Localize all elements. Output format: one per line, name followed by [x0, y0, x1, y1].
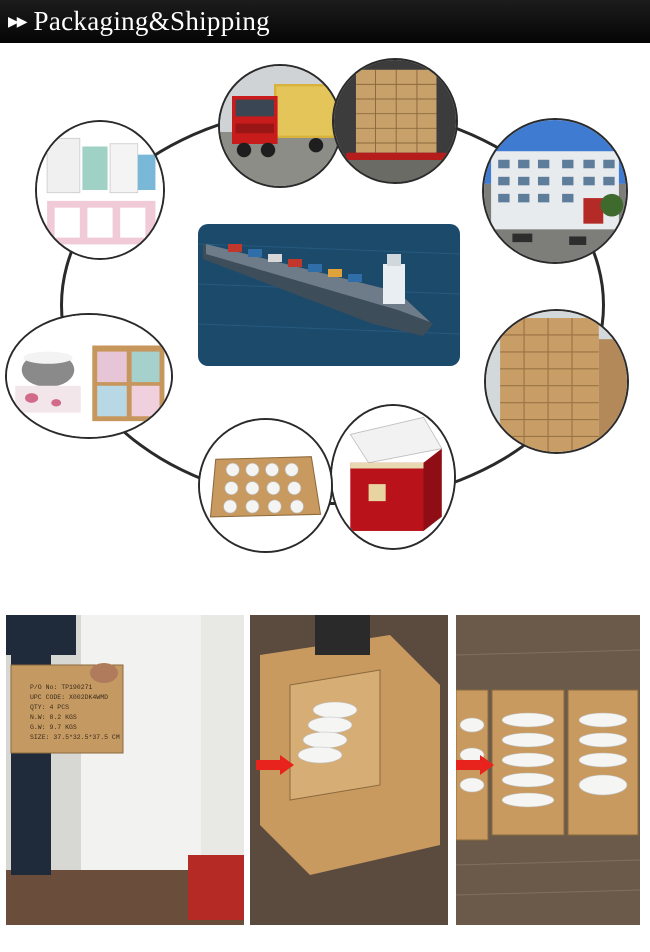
warehouse-cartons-photo [484, 309, 629, 454]
svg-text:QTY: 4 PCS: QTY: 4 PCS [30, 704, 69, 711]
carton-carry-photo: P/O No: TP190271 UPC CODE: X002DK4WMD QT… [6, 615, 244, 925]
svg-text:P/O No: TP190271: P/O No: TP190271 [30, 684, 93, 691]
truck-photo [218, 64, 342, 188]
section-title: Packaging&Shipping [33, 6, 270, 36]
cargo-ship-photo [198, 224, 460, 366]
svg-text:G.W: 9.7 KGS: G.W: 9.7 KGS [30, 724, 77, 731]
section-header: ▶▶ Packaging&Shipping [0, 0, 650, 43]
gift-boxes-mugs-photo [35, 120, 165, 260]
factory-building-photo [482, 118, 628, 264]
bowl-and-mug-set-photo [5, 313, 173, 439]
svg-text:SIZE: 37.5*32.5*37.5 CM: SIZE: 37.5*32.5*37.5 CM [30, 734, 120, 741]
bowls-in-cartons-photo [456, 615, 640, 925]
gift-box-photo [330, 404, 456, 550]
loaded-container-photo [332, 58, 458, 184]
svg-text:UPC CODE: X002DK4WMD: UPC CODE: X002DK4WMD [30, 694, 108, 701]
double-arrow-icon: ▶▶ [8, 13, 27, 30]
svg-text:N.W: 8.2 KGS: N.W: 8.2 KGS [30, 714, 77, 721]
open-box-bowls-photo [250, 615, 448, 925]
egg-crate-mugs-photo [198, 418, 333, 553]
